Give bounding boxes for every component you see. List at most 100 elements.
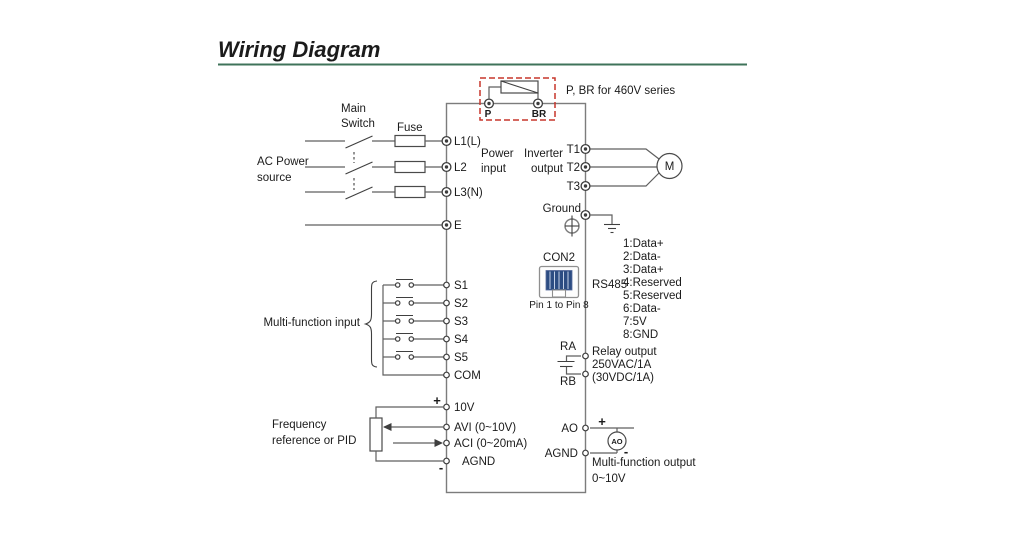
aci-arrow-icon xyxy=(434,439,443,447)
terminal-l2 xyxy=(441,161,452,173)
terminal-com-label: COM xyxy=(454,370,481,382)
fuse-icon xyxy=(394,134,426,148)
inverter-output-section: M Inverter output T1 T2 T3 xyxy=(524,143,683,193)
terminal-s1 xyxy=(443,281,450,289)
rj45-connector-icon xyxy=(538,265,580,299)
switch-icon xyxy=(345,135,373,149)
analog-output-section: AO + - AO AGND Multi-function output 0~1… xyxy=(545,414,697,485)
terminal-agnd-out-label: AGND xyxy=(545,448,578,460)
terminal-agnd-in xyxy=(443,457,450,465)
main-switch-label-1: Main xyxy=(341,103,366,115)
terminal-s1-label: S1 xyxy=(454,280,468,292)
terminal-s5-label: S5 xyxy=(454,352,468,364)
terminal-agnd-out xyxy=(582,449,589,457)
terminal-agnd-in-label: AGND xyxy=(462,456,495,468)
switch-icon xyxy=(345,186,373,200)
terminal-rb-label: RB xyxy=(560,376,576,388)
brace-icon xyxy=(363,280,378,368)
braking-note: P, BR for 460V series xyxy=(566,85,675,97)
switch-icon xyxy=(383,278,444,288)
motor-label: M xyxy=(665,161,675,173)
switch-icon xyxy=(383,332,444,342)
con2-label: CON2 xyxy=(543,252,575,264)
terminal-10v xyxy=(443,403,450,411)
fuse-icon xyxy=(394,160,426,174)
terminal-ra xyxy=(582,352,589,360)
rs485-pin-6: 6:Data- xyxy=(623,303,661,315)
relay-output-label-2: 250VAC/1A xyxy=(592,359,652,371)
terminal-l3-label: L3(N) xyxy=(454,187,483,199)
terminal-ground xyxy=(580,209,591,221)
terminal-l2-label: L2 xyxy=(454,162,467,174)
terminal-t3-label: T3 xyxy=(567,181,580,193)
relay-output-label-1: Relay output xyxy=(592,346,657,358)
terminal-br-label: BR xyxy=(532,109,547,120)
terminal-p xyxy=(483,98,495,109)
terminal-e xyxy=(441,219,452,231)
mf-output-label-2: 0~10V xyxy=(592,473,626,485)
relay-output-label-3: (30VDC/1A) xyxy=(592,372,654,384)
terminal-t2-label: T2 xyxy=(567,162,580,174)
earth-ground-icon xyxy=(604,223,620,234)
terminal-t3 xyxy=(580,180,591,192)
rs485-pinout-list: 1:Data+ 2:Data- 3:Data+ 4:Reserved 5:Res… xyxy=(623,238,682,341)
power-input-label-1: Power xyxy=(481,148,514,160)
inverter-output-label-1: Inverter xyxy=(524,148,563,160)
terminal-l1-label: L1(L) xyxy=(454,136,481,148)
terminal-t1 xyxy=(580,143,591,155)
terminal-e-label: E xyxy=(454,220,462,232)
terminal-br xyxy=(532,98,544,109)
meter-label: AO xyxy=(611,437,622,446)
potentiometer-icon xyxy=(369,417,383,452)
fuse-icon xyxy=(394,185,426,199)
mf-output-label-1: Multi-function output xyxy=(592,457,696,469)
braking-resistor-section: P BR P, BR for 460V series xyxy=(479,77,675,121)
plus-sign: + xyxy=(598,414,606,429)
rs485-pin-8: 8:GND xyxy=(623,329,658,341)
frequency-ref-label-2: reference or PID xyxy=(272,435,356,447)
minus-sign: - xyxy=(624,444,628,459)
minus-sign: - xyxy=(439,460,443,475)
ground-section: Ground xyxy=(543,203,620,237)
analog-input-section: + - 10V AVI (0~10V) ACI (0~20mA) AGND Fr… xyxy=(272,393,527,475)
terminal-s4 xyxy=(443,335,450,343)
terminal-10v-label: 10V xyxy=(454,402,475,414)
terminal-s4-label: S4 xyxy=(454,334,469,346)
analog-output-meter-icon: AO xyxy=(607,431,627,451)
terminal-t1-label: T1 xyxy=(567,144,580,156)
frequency-ref-label-1: Frequency xyxy=(272,419,327,431)
terminal-l3 xyxy=(441,186,452,198)
braking-option-dashed-box xyxy=(479,77,556,121)
terminal-s2-label: S2 xyxy=(454,298,468,310)
braking-resistor-icon xyxy=(500,80,539,94)
digital-input-section: Multi-function input S1 S2 S3 S4 S5 COM xyxy=(263,278,481,382)
rs485-pin-5: 5:Reserved xyxy=(623,290,682,302)
avi-wiper-arrow-icon xyxy=(383,423,392,431)
rs485-pin-3: 3:Data+ xyxy=(623,264,664,276)
relay-output-section: RA RB Relay output 250VAC/1A (30VDC/1A) xyxy=(557,341,657,388)
ac-input-section: AC Power source Main Switch Fuse L1(L) L… xyxy=(257,103,514,232)
terminal-aci xyxy=(443,439,450,447)
power-input-label-2: input xyxy=(481,163,507,175)
con2-pins-note: Pin 1 to Pin 8 xyxy=(529,300,589,311)
terminal-s5 xyxy=(443,353,450,361)
terminal-ra-label: RA xyxy=(560,341,576,353)
con2-section: CON2 Pin 1 to Pin 8 RS485 1:Data+ 2:Data… xyxy=(529,238,682,341)
plus-sign: + xyxy=(433,393,441,408)
rs485-label: RS485 xyxy=(592,279,627,291)
terminal-avi xyxy=(443,423,450,431)
switch-icon xyxy=(383,314,444,324)
inverter-output-label-2: output xyxy=(531,163,564,175)
terminal-com xyxy=(443,371,450,379)
terminal-aci-label: ACI (0~20mA) xyxy=(454,438,527,450)
page-title: Wiring Diagram xyxy=(218,37,380,62)
ac-source-label-2: source xyxy=(257,172,292,184)
inverter-body-outline xyxy=(445,102,587,494)
terminal-rb xyxy=(582,370,589,378)
terminal-avi-label: AVI (0~10V) xyxy=(454,422,516,434)
terminal-l1 xyxy=(441,135,452,147)
main-switch-label-2: Switch xyxy=(341,118,375,130)
terminal-p-label: P xyxy=(485,109,492,120)
terminal-s3 xyxy=(443,317,450,325)
